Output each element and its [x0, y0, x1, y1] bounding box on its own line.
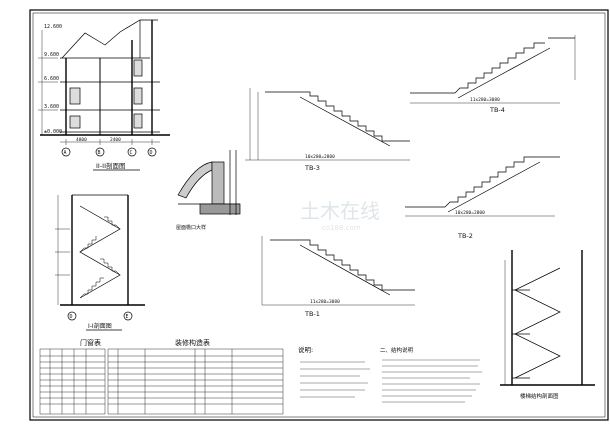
notes-title: 说明:: [298, 345, 313, 354]
axis-mark-e-2: E: [126, 314, 129, 320]
door-window-table: [39, 348, 106, 415]
stair-tb-4: [410, 35, 576, 104]
eave-node-detail: [177, 150, 241, 215]
stair-dim: 10x280=2800: [305, 154, 335, 160]
notes-text-lines: [300, 361, 370, 398]
stair-label-tb-3: TB-3: [304, 164, 320, 172]
stair-dim: 10x280=2800: [455, 210, 485, 216]
stair-tb-2: [405, 156, 560, 217]
door-window-table-title: 门窗表: [80, 338, 101, 347]
axis-mark-d: D: [150, 150, 153, 156]
structure-notes-title: 二、结构说明: [380, 346, 414, 354]
level-mark-ground: ±0.000: [44, 129, 62, 135]
level-mark-top: 12.600: [44, 24, 62, 30]
axis-mark-d-2: D: [70, 314, 73, 320]
level-mark-1f: 3.600: [44, 104, 59, 110]
finish-table-title: 装修构造表: [175, 338, 210, 347]
building-section-2: [38, 19, 170, 157]
stair-tb-1: [261, 236, 415, 306]
section-2-title: II-II剖面图: [96, 161, 126, 170]
stair-tb-3: [245, 88, 410, 161]
stair-label-tb-4: TB-4: [489, 106, 505, 114]
node-label: 屋面檐口大样: [176, 224, 206, 231]
axis-mark-c: C: [130, 150, 133, 156]
stair-label-tb-2: TB-2: [457, 232, 473, 240]
sheet-border: [29, 9, 609, 421]
stair-dim: 11x280=3080: [310, 299, 340, 305]
stair-section-1: [55, 194, 145, 321]
section-1-title: I-I剖面图: [88, 322, 112, 330]
axis-mark-b: B: [98, 150, 101, 156]
stair-structure-section: [500, 250, 595, 386]
finish-table: [107, 348, 284, 415]
stair-label-tb-1: TB-1: [304, 310, 320, 318]
watermark-text: 土木在线: [300, 199, 380, 223]
structure-notes-lines: [382, 359, 482, 403]
dim-label: 2400: [110, 137, 121, 143]
watermark-sub: co188.com: [322, 224, 361, 232]
stair-structure-title: 楼梯结构剖面图: [520, 392, 559, 400]
stair-dim: 11x280=3080: [470, 97, 500, 103]
dim-label: 4800: [76, 137, 87, 143]
level-mark-2f: 6.600: [44, 76, 59, 82]
axis-mark-a: A: [64, 150, 67, 156]
level-mark-3f: 9.600: [44, 52, 59, 58]
